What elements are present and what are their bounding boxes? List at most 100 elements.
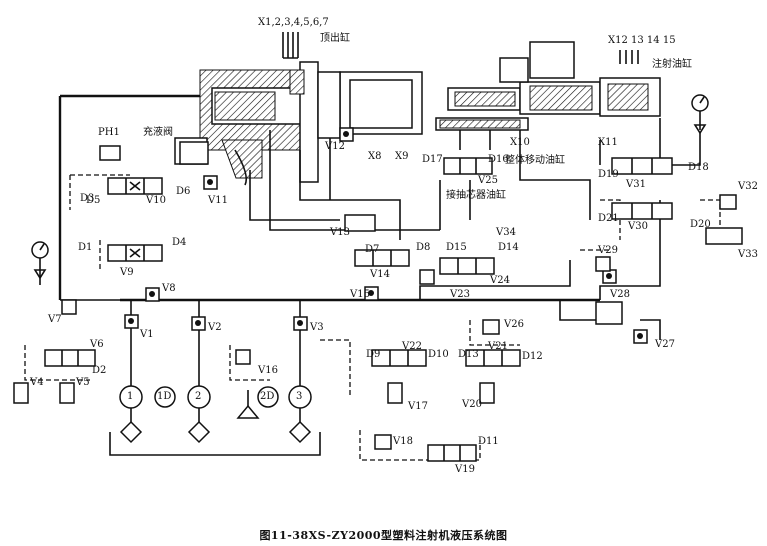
relief-valves [13,141,737,450]
label-d15: D15 [446,242,467,253]
label-v4: V4 [30,377,44,388]
label-v27: V27 [655,339,675,350]
pump-2 [187,300,211,425]
label-x9: X9 [395,151,409,162]
label-d7: D7 [365,244,380,255]
label-d2: D2 [92,365,107,376]
label-d19: D19 [598,169,619,180]
label-d17: D17 [422,154,443,165]
label-v8: V8 [162,283,176,294]
pressure-gauge-right [691,94,709,135]
label-d9: D9 [366,349,381,360]
label-v18: V18 [393,436,413,447]
valve-v22 [371,349,427,367]
label-inject-cylinder: 注射油缸 [652,59,692,70]
pressure-gauge-left [31,241,49,285]
valve-v24 [439,257,495,275]
label-v32: V32 [738,181,758,192]
limit-switch-comb-left [282,32,299,59]
valve-v10 [107,177,163,195]
label-motor-2d: 2D [260,391,275,402]
label-v19: V19 [455,464,475,475]
filters [109,420,321,456]
label-d5: D5 [86,195,101,206]
label-v34: V34 [496,227,516,238]
label-pump-3: 3 [296,391,303,402]
label-pump-1: 1 [127,391,134,402]
label-d21: D21 [598,213,619,224]
label-v20: V20 [462,399,482,410]
label-d6: D6 [176,186,191,197]
limit-switch-comb-right [619,50,639,64]
valve-v6 [44,349,96,367]
label-v28: V28 [610,289,630,300]
label-d1: D1 [78,242,93,253]
label-v31: V31 [626,179,646,190]
label-d16: D16 [488,154,509,165]
label-d8: D8 [416,242,431,253]
label-limit-switches-right: X12 13 14 15 [608,35,676,46]
label-v1: V1 [140,329,154,340]
valve-v31 [611,157,673,175]
motor-2d [257,386,279,408]
pump-3 [288,300,312,425]
label-v5: V5 [76,377,90,388]
valve-v9 [107,244,163,262]
label-v25: V25 [478,175,498,186]
label-v22: V22 [402,341,422,352]
label-v23: V23 [450,289,470,300]
valve-v14 [354,249,410,267]
valve-v21 [465,349,521,367]
figure-caption: 图11-38XS-ZY2000型塑料注射机液压系统图 [259,529,508,542]
label-limit-switches-left: X1,2,3,4,5,6,7 [258,17,329,28]
label-d13: D13 [458,349,479,360]
mould-platen [317,71,423,139]
cooler [236,390,260,419]
valve-v30 [611,202,673,220]
label-eject-cylinder: 顶出缸 [320,33,350,44]
label-v9: V9 [120,267,134,278]
label-d12: D12 [522,351,543,362]
label-v17: V17 [408,401,428,412]
label-v24: V24 [490,275,510,286]
valve-v25 [443,157,493,175]
injection-unit [435,41,661,131]
label-fill-valve: 充液阀 [143,127,173,138]
label-x8: X8 [368,151,382,162]
label-v26: V26 [504,319,524,330]
label-v30: V30 [628,221,648,232]
label-d11: D11 [478,436,499,447]
label-v15: V15 [350,289,370,300]
label-v33: V33 [738,249,758,260]
label-v29: V29 [598,245,618,256]
label-pump-2: 2 [195,391,202,402]
label-d3: D3 [80,193,95,204]
label-v11: V11 [208,195,228,206]
label-v6: V6 [90,339,104,350]
label-v21: V21 [488,341,508,352]
label-v14: V14 [370,269,390,280]
label-d4: D4 [172,237,187,248]
label-d18: D18 [688,162,709,173]
valve-v13 [344,214,376,232]
label-v12: V12 [325,141,345,152]
label-x10: X10 [510,137,530,148]
label-x11: X11 [598,137,618,148]
check-valves [124,127,648,344]
valve-v33 [705,227,743,245]
clamp-cylinder [199,61,319,186]
label-motor-1d: 1D [157,391,172,402]
label-core-pull-cylinder: 接抽芯器油缸 [446,190,506,201]
label-d10: D10 [428,349,449,360]
label-d20: D20 [690,219,711,230]
label-v2: V2 [208,322,222,333]
label-v13: V13 [330,227,350,238]
valve-v19 [427,444,477,462]
label-v16: V16 [258,365,278,376]
label-carriage-cylinder: 整体移动油缸 [505,155,565,166]
label-v10: V10 [146,195,166,206]
label-v7: V7 [48,314,62,325]
motor-1d [154,386,176,408]
